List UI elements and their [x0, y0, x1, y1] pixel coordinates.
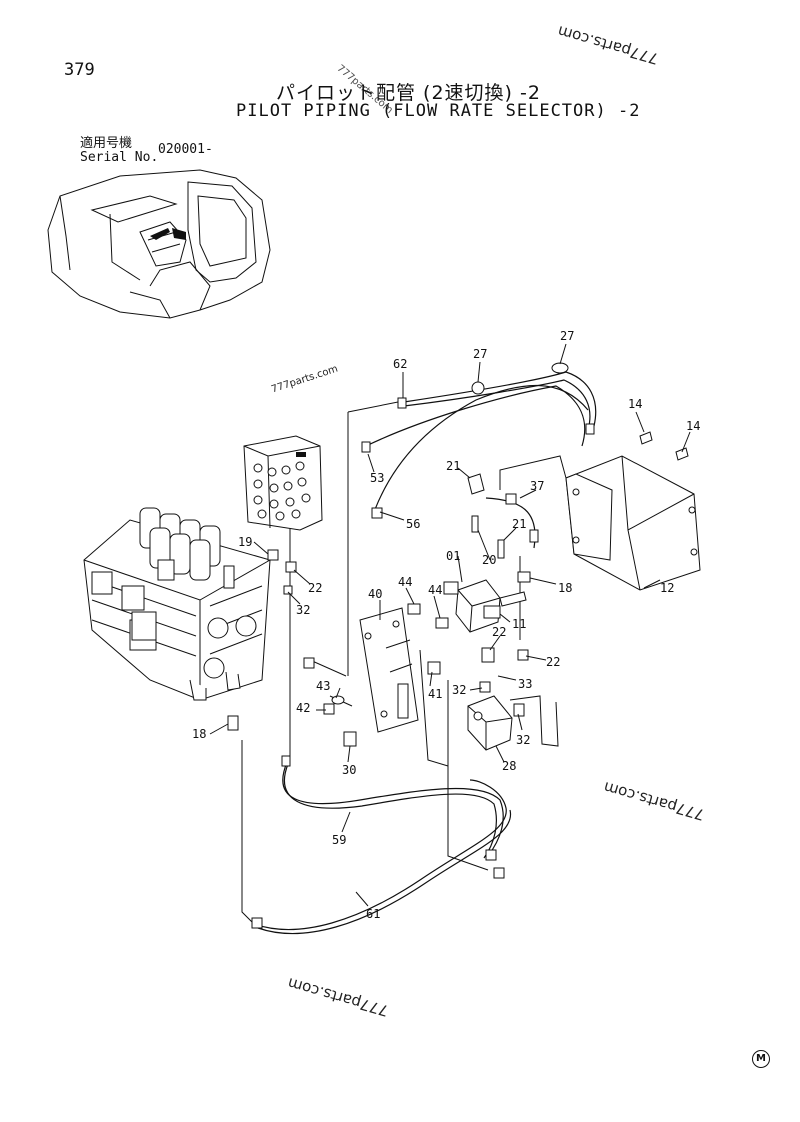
callout-label: 32	[296, 603, 310, 617]
callout-label: 44	[398, 575, 412, 589]
selector-valve	[443, 579, 501, 633]
page-number: 379	[64, 60, 95, 80]
control-valve-assembly	[83, 507, 271, 701]
callout-label: 14	[686, 419, 700, 433]
mounting-bracket	[565, 455, 701, 591]
callout-label: 20	[482, 553, 496, 567]
callout-label: 53	[370, 471, 384, 485]
hose-runs	[253, 371, 597, 935]
fittings-and-bolts	[227, 362, 689, 929]
callout-label: 28	[502, 759, 516, 773]
callout-label: 32	[452, 683, 466, 697]
callout-label: 42	[296, 701, 310, 715]
excavator-location-thumbnail	[47, 169, 271, 319]
callout-label: 43	[316, 679, 330, 693]
serial-number-value: 020001-	[158, 142, 213, 157]
serial-label-english: Serial No.	[80, 150, 159, 165]
callout-label: 44	[428, 583, 442, 597]
callout-label: 59	[332, 833, 346, 847]
callout-label: 62	[393, 357, 407, 371]
serial-label-japanese: 適用号機	[80, 136, 133, 151]
callout-label: 56	[406, 517, 420, 531]
callout-leaders	[209, 343, 691, 907]
callout-label: 27	[560, 329, 574, 343]
callout-label: 01	[446, 549, 460, 563]
callout-label: 21	[446, 459, 460, 473]
callout-label: 21	[512, 517, 526, 531]
callout-label: 22	[308, 581, 322, 595]
callout-label: 33	[518, 677, 532, 691]
manufacturer-mark: M	[752, 1050, 770, 1068]
callout-label: 14	[628, 397, 642, 411]
callout-label: 12	[660, 581, 674, 595]
callout-label: 11	[512, 617, 526, 631]
solenoid-valve-block	[243, 435, 323, 531]
junction-block	[467, 695, 513, 751]
callout-label: 41	[428, 687, 442, 701]
callout-label: 18	[192, 727, 206, 741]
callout-numbers: 62 27 27 14 14 53 21 37 56 21 20 01 12 1…	[192, 329, 700, 921]
callout-label: 19	[238, 535, 252, 549]
callout-label: 18	[558, 581, 572, 595]
callout-label: 61	[366, 907, 380, 921]
callout-label: 22	[492, 625, 506, 639]
callout-label: 22	[546, 655, 560, 669]
callout-label: 40	[368, 587, 382, 601]
callout-label: 32	[516, 733, 530, 747]
title-english: PILOT PIPING (FLOW RATE SELECTOR) -2	[236, 101, 641, 121]
mounting-plate	[359, 607, 419, 733]
callout-label: 30	[342, 763, 356, 777]
callout-label: 27	[473, 347, 487, 361]
callout-label: 37	[530, 479, 544, 493]
title-japanese: パイロット配管 (2速切換) -2	[276, 82, 541, 104]
